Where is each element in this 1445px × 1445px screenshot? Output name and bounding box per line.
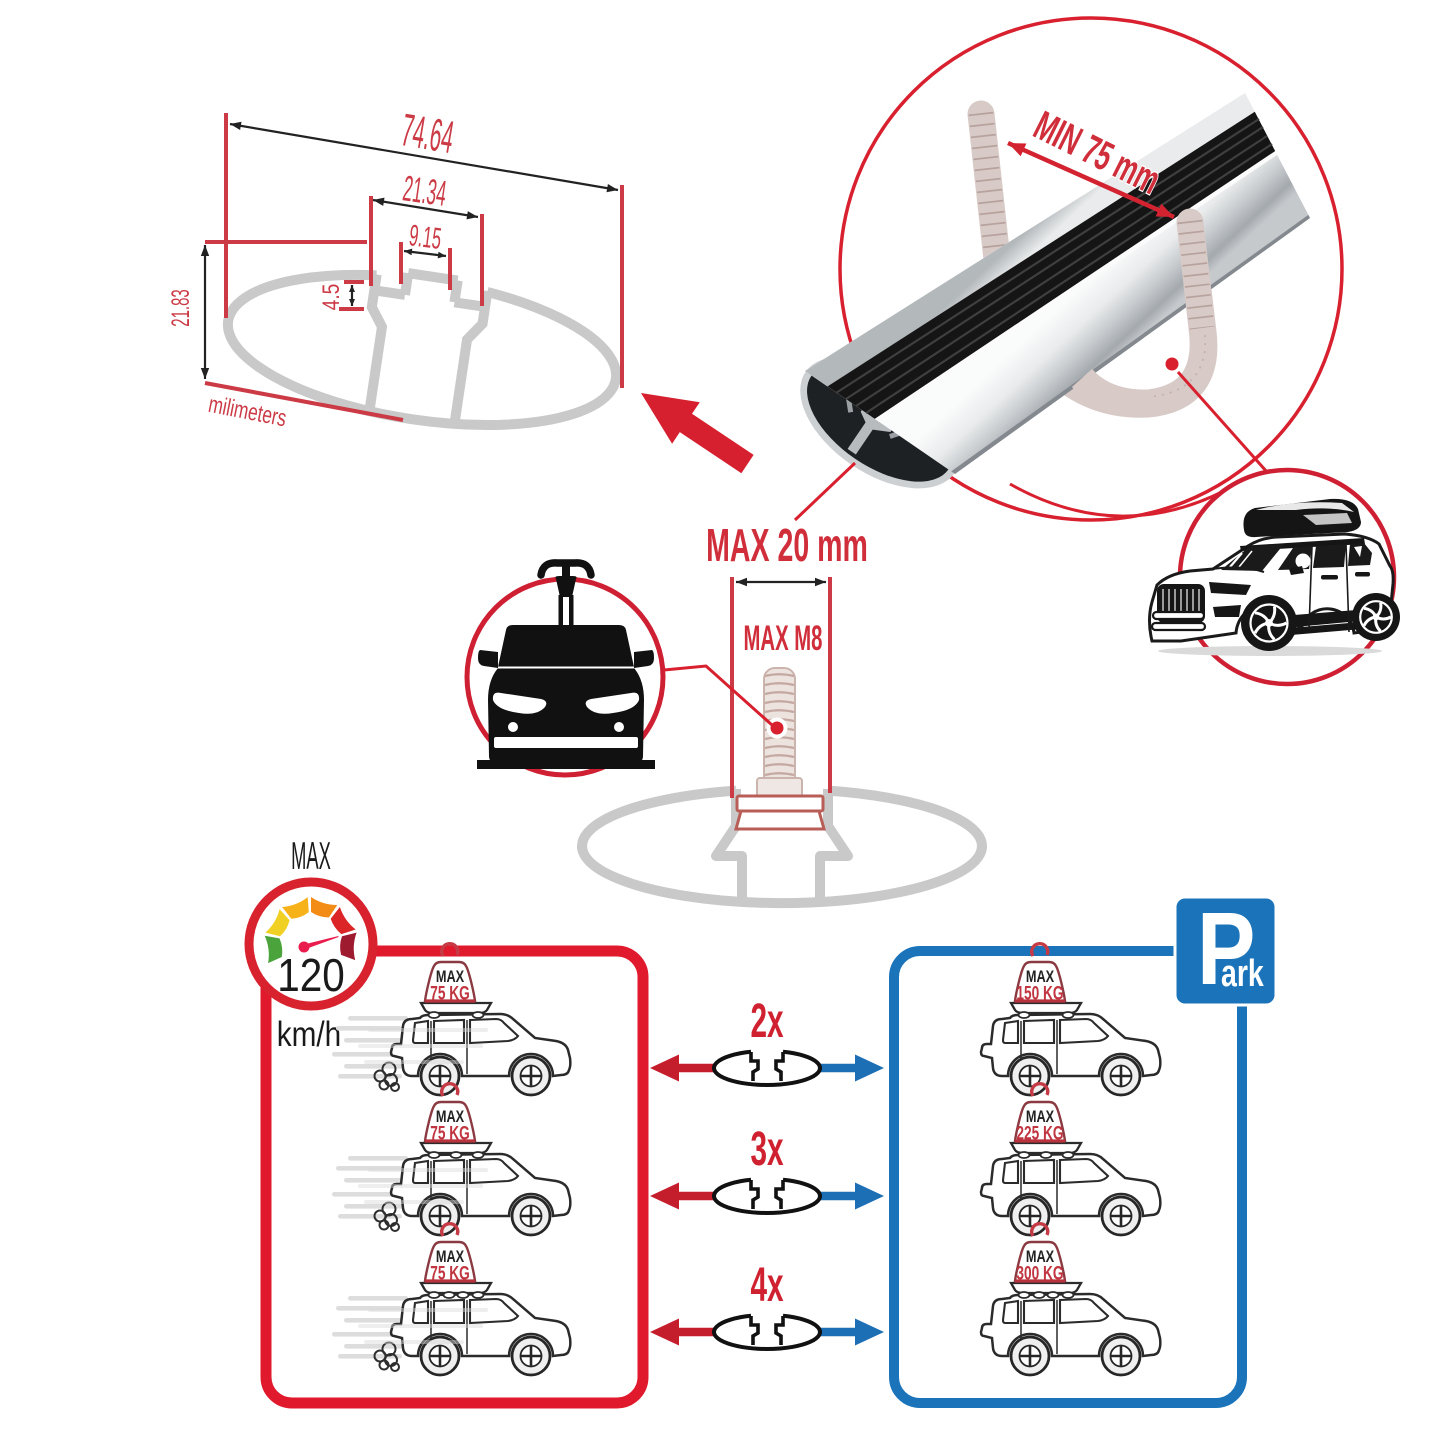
svg-text:4.5: 4.5	[317, 284, 345, 311]
svg-text:MAX: MAX	[436, 1247, 464, 1266]
svg-text:21.34: 21.34	[401, 167, 449, 213]
svg-text:MAX: MAX	[1026, 1247, 1054, 1266]
svg-text:ark: ark	[1221, 953, 1264, 995]
svg-text:75 KG: 75 KG	[430, 1262, 470, 1284]
svg-text:3x: 3x	[750, 1123, 783, 1176]
svg-text:2x: 2x	[750, 995, 783, 1048]
svg-text:225 KG: 225 KG	[1016, 1122, 1063, 1144]
svg-text:74.64: 74.64	[398, 104, 458, 163]
svg-text:MAX M8: MAX M8	[744, 619, 823, 658]
svg-text:MAX: MAX	[436, 967, 464, 986]
svg-text:120: 120	[277, 951, 345, 1002]
svg-text:300 KG: 300 KG	[1016, 1262, 1063, 1284]
svg-text:75 KG: 75 KG	[430, 1122, 470, 1144]
svg-text:km/h: km/h	[277, 1015, 341, 1054]
svg-text:9.15: 9.15	[407, 219, 443, 256]
svg-text:MAX: MAX	[1026, 967, 1054, 986]
svg-text:MAX: MAX	[436, 1107, 464, 1126]
svg-text:MAX: MAX	[291, 834, 331, 878]
svg-text:4x: 4x	[750, 1259, 783, 1312]
svg-text:21.83: 21.83	[167, 289, 195, 327]
svg-text:MAX: MAX	[1026, 1107, 1054, 1126]
svg-text:150 KG: 150 KG	[1016, 982, 1063, 1004]
svg-text:P: P	[1197, 891, 1255, 1006]
svg-text:75 KG: 75 KG	[430, 982, 470, 1004]
svg-text:MAX 20 mm: MAX 20 mm	[706, 520, 868, 572]
